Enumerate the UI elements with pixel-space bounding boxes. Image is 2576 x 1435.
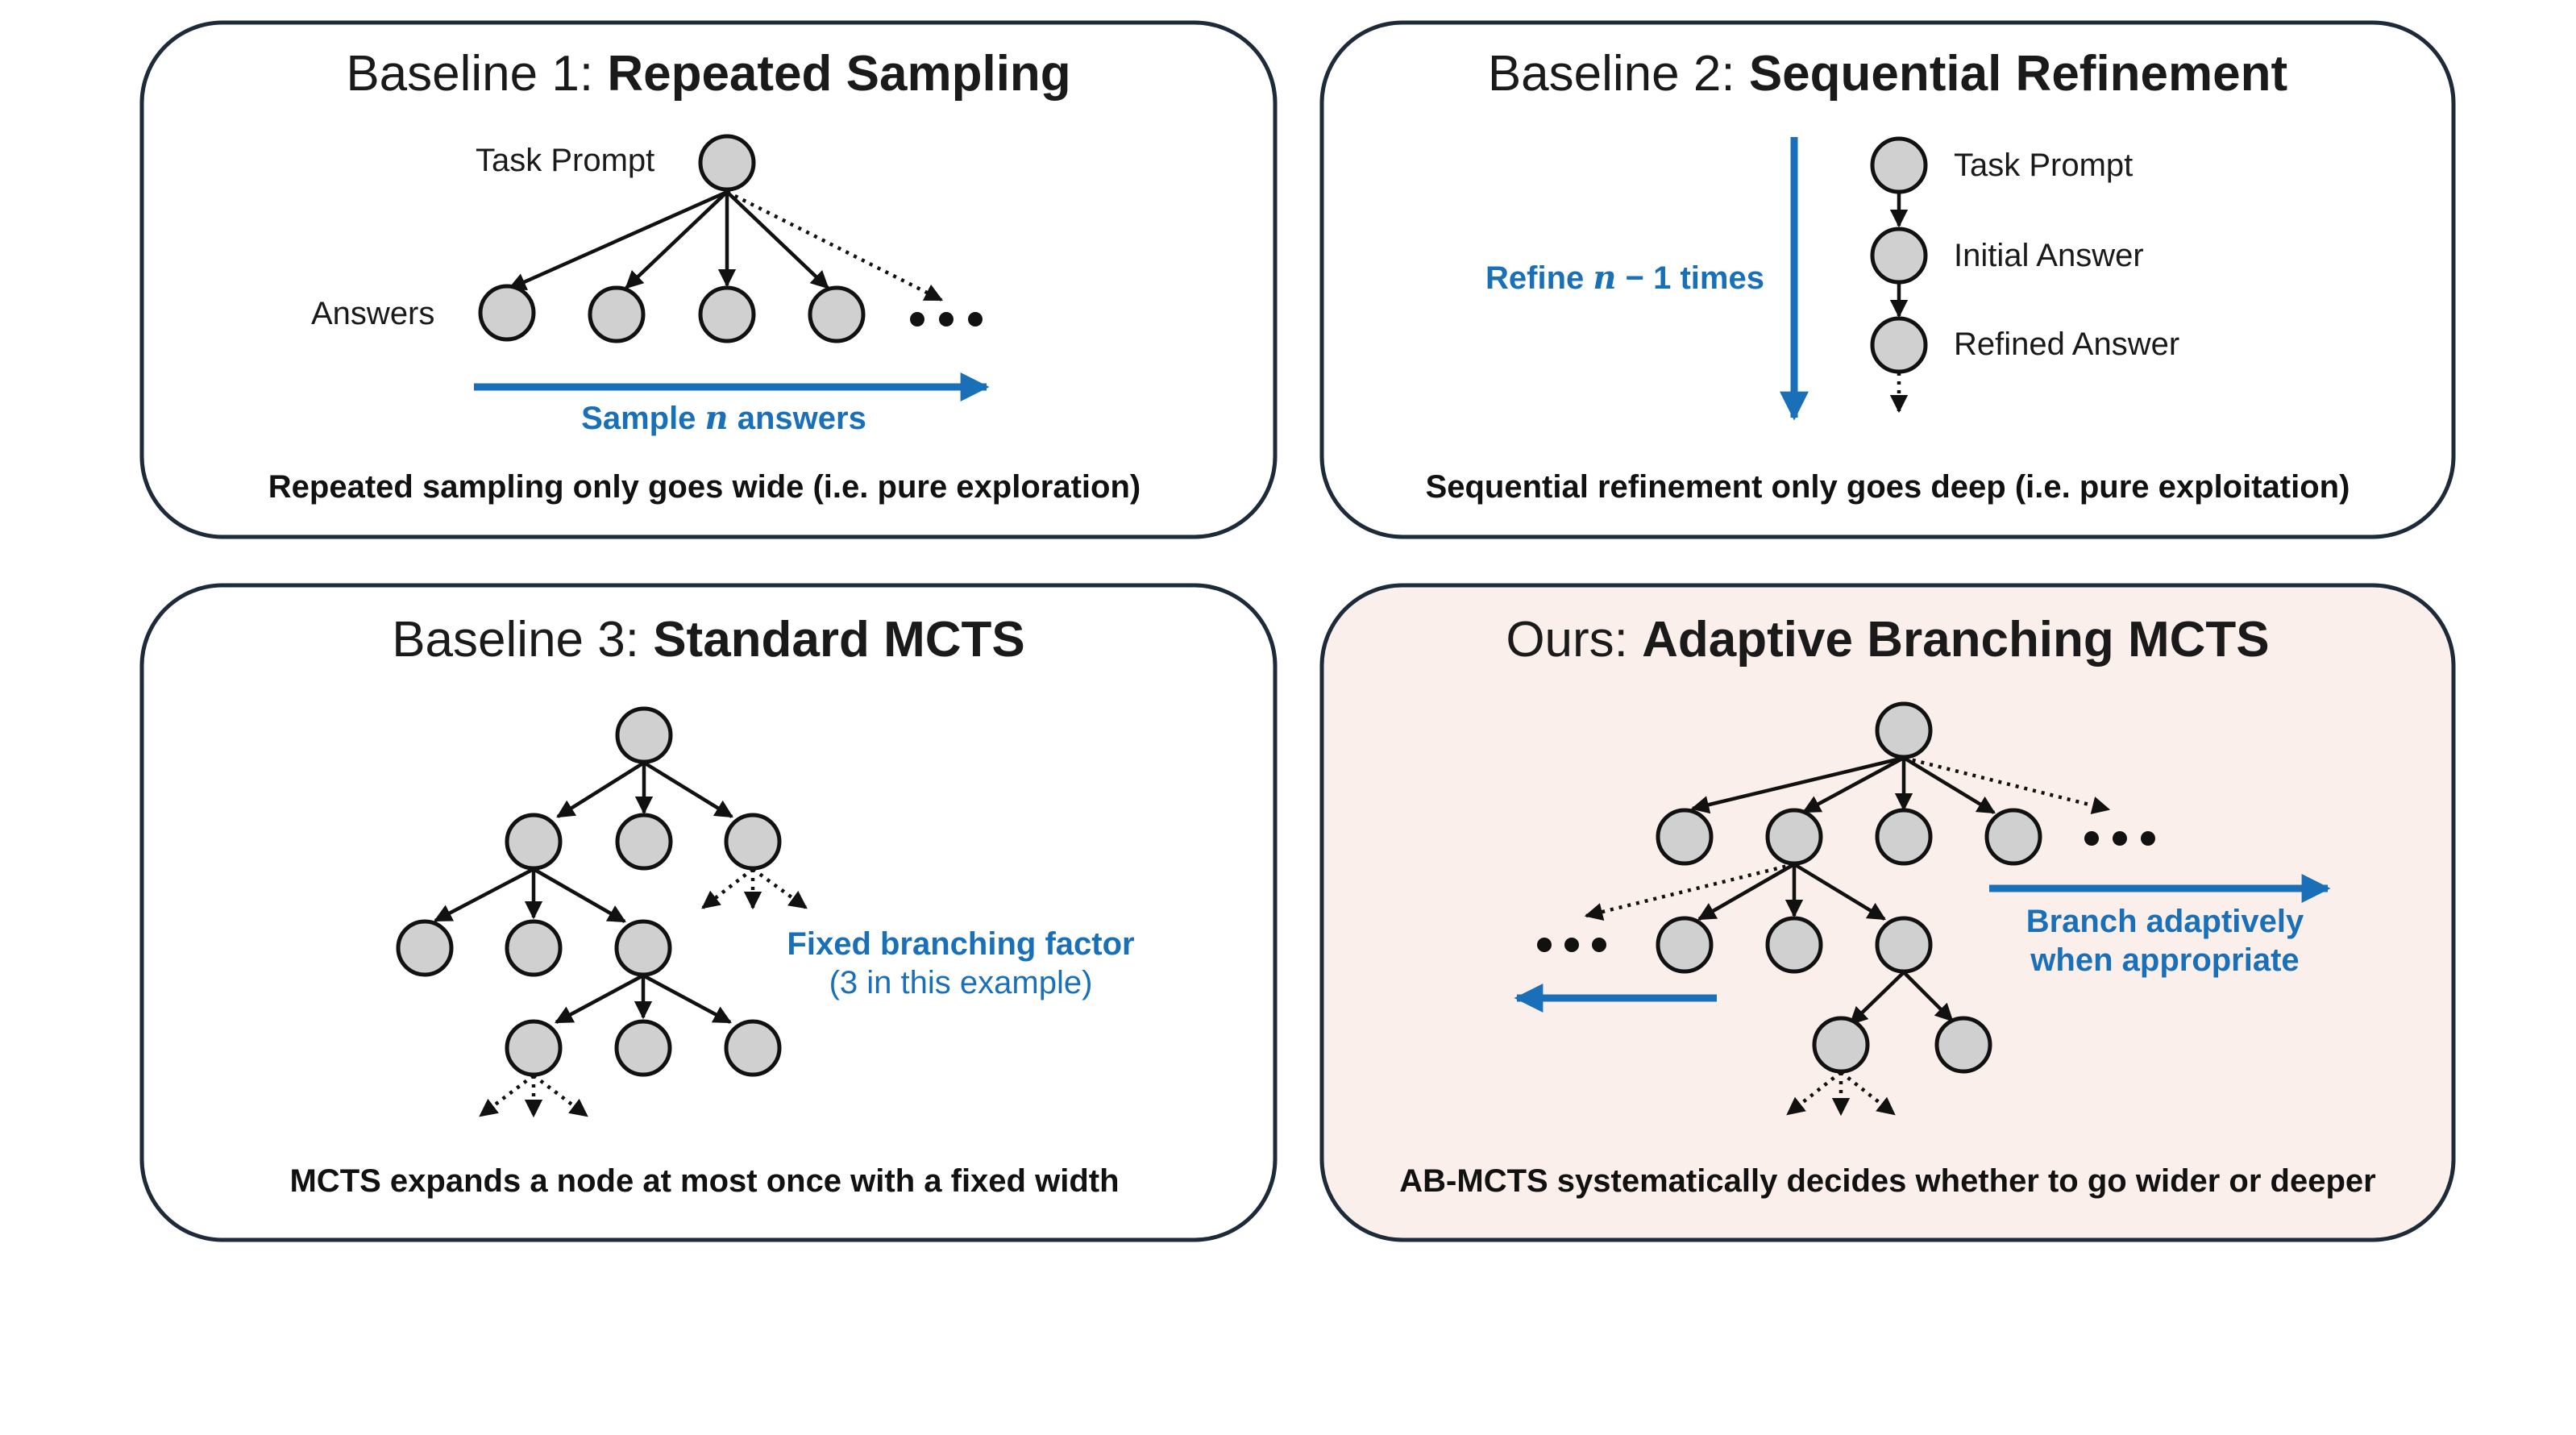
tree-node <box>615 813 673 871</box>
dotted-edge <box>1786 1071 1843 1116</box>
edge <box>1697 863 1796 921</box>
root-node <box>698 134 756 192</box>
root-node <box>1875 701 1933 759</box>
dotted-edge <box>1584 862 1795 921</box>
branching-note: Fixed branching factor <box>787 926 1134 962</box>
tree-node <box>1875 808 1933 866</box>
refine-arrow-label: Refine n − 1 times <box>1485 259 1764 297</box>
panel-border <box>139 583 1278 1242</box>
panel-caption: Sequential refinement only goes deep (i.… <box>1426 469 2350 505</box>
edge <box>532 867 626 923</box>
tree-node <box>1934 1016 1992 1074</box>
tree-node <box>1875 916 1933 974</box>
task-prompt-label: Task Prompt <box>476 143 654 178</box>
tree-node <box>505 1019 563 1077</box>
answers-label: Answers <box>311 296 434 331</box>
edge <box>642 974 732 1024</box>
edge <box>642 761 733 818</box>
edge <box>1802 756 1905 813</box>
ellipsis-icon <box>2084 831 2155 846</box>
edge <box>507 189 728 291</box>
panel-title: Baseline 2: Sequential Refinement <box>1488 46 2287 102</box>
panel-border <box>139 20 1278 539</box>
sample-arrow-label: Sample n answers <box>581 399 866 437</box>
panel-title: Baseline 3: Standard MCTS <box>392 612 1025 668</box>
panel-border <box>1319 583 2456 1242</box>
refined-answer-node <box>1870 316 1928 374</box>
tree-node <box>1812 1016 1870 1074</box>
refinement-chain <box>1870 136 1928 414</box>
task-prompt-node <box>1870 136 1928 194</box>
tree-node <box>1656 916 1714 974</box>
dotted-edge <box>479 1074 535 1117</box>
edge <box>1902 971 1954 1022</box>
dotted-edge <box>1839 1071 1896 1116</box>
answer-node <box>808 285 866 343</box>
refined-answer-label: Refined Answer <box>1954 327 2179 362</box>
answer-node <box>588 285 646 343</box>
sampling-tree <box>478 134 983 343</box>
tree-node <box>396 919 454 977</box>
edge <box>1793 863 1886 921</box>
edge <box>1902 756 1996 814</box>
answer-node <box>478 284 536 342</box>
edge <box>725 190 829 289</box>
ellipsis-icon <box>1537 938 1606 952</box>
dotted-edge <box>701 867 754 909</box>
tree-node <box>1984 808 2042 866</box>
tree-node <box>614 1019 672 1077</box>
panel-sequential-refinement: Baseline 2: Sequential Refinement Refine… <box>1319 20 2456 539</box>
dotted-edge <box>751 867 808 909</box>
initial-answer-node <box>1870 227 1928 285</box>
panel-caption: AB-MCTS systematically decides whether t… <box>1399 1163 2375 1199</box>
panel-repeated-sampling: Baseline 1: Repeated Sampling Task Promp… <box>139 20 1278 539</box>
task-prompt-label: Task Prompt <box>1954 148 2133 183</box>
tree-node <box>1765 916 1823 974</box>
panel-caption: MCTS expands a node at most once with a … <box>289 1163 1119 1199</box>
tree-node <box>724 813 782 871</box>
dotted-edge <box>532 1074 588 1117</box>
tree-node <box>505 919 563 977</box>
branching-note-detail: (3 in this example) <box>829 965 1093 1000</box>
edge <box>434 867 535 922</box>
root-node <box>615 706 673 764</box>
panel-ab-mcts: Ours: Adaptive Branching MCTS <box>1319 583 2456 1242</box>
tree-node <box>614 919 672 977</box>
panel-caption: Repeated sampling only goes wide (i.e. p… <box>268 469 1141 505</box>
tree-node <box>724 1019 782 1077</box>
tree-node <box>1656 808 1714 866</box>
tree-node <box>505 813 563 871</box>
ab-mcts-tree <box>1537 701 2155 1117</box>
edge <box>555 974 645 1024</box>
edge <box>625 190 729 289</box>
edge <box>1690 755 1905 814</box>
mcts-tree <box>396 706 808 1118</box>
adaptive-note-line1: Branch adaptively <box>2026 904 2304 939</box>
tree-node <box>1765 808 1823 866</box>
panel-title: Baseline 1: Repeated Sampling <box>346 46 1070 102</box>
panel-title: Ours: Adaptive Branching MCTS <box>1506 612 2269 668</box>
edge <box>1849 971 1905 1025</box>
panel-standard-mcts: Baseline 3: Standard MCTS <box>139 583 1278 1242</box>
edge <box>556 761 646 818</box>
initial-answer-label: Initial Answer <box>1954 238 2144 273</box>
adaptive-note-line2: when appropriate <box>2030 942 2299 978</box>
ellipsis-icon <box>910 312 983 327</box>
answer-node <box>698 285 756 343</box>
